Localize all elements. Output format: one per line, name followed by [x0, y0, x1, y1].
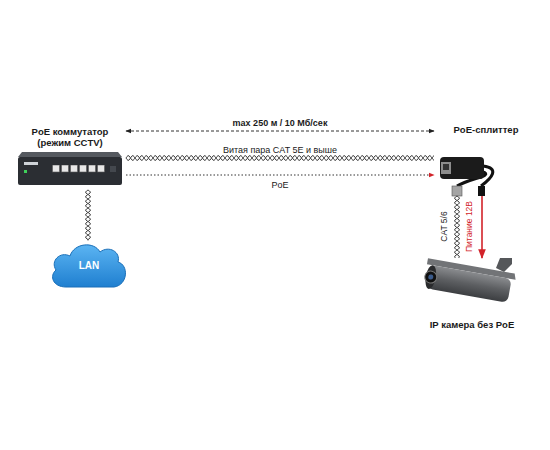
poe-switch-drawing [18, 152, 122, 185]
connector-label: CAT 5/6 [439, 211, 450, 241]
connector [455, 196, 460, 258]
device-node: PoE-сплиттер [434, 124, 538, 196]
connector [126, 175, 434, 176]
lan-cloud: LAN [48, 240, 130, 290]
connector-label: Витая пара CAT 5E и выше [223, 145, 337, 156]
device-label: PoE-сплиттер [454, 124, 519, 135]
connector [86, 190, 91, 240]
poe-splitter-drawing [440, 157, 493, 196]
connector [126, 156, 434, 161]
connector [482, 196, 483, 258]
device-label: IP камера без PoE [430, 319, 515, 330]
connector-label: max 250 м / 10 Мб/сек [233, 118, 328, 129]
connector-label: PoE [271, 180, 288, 191]
connector-label: Питание 12В [464, 200, 475, 251]
device-node: IP камера без PoE [416, 258, 528, 330]
device-label: PoE коммутатор (режим CCTV) [20, 126, 120, 148]
device-node: PoE коммутатор (режим CCTV) [14, 126, 126, 190]
cloud-label: LAN [79, 260, 100, 271]
ip-camera-drawing [423, 258, 517, 303]
connector [126, 131, 434, 132]
